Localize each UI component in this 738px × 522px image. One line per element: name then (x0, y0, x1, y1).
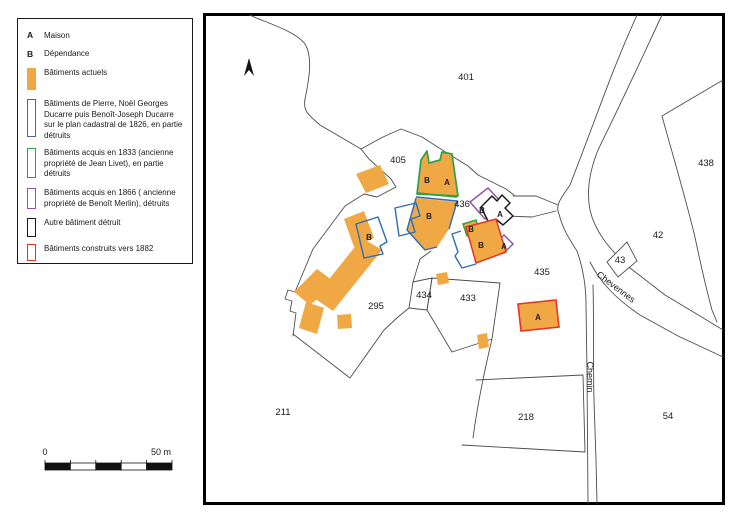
legend-swatch-red (27, 243, 36, 261)
parcel-label-401: 401 (458, 72, 474, 83)
building-1826-outline (451, 230, 477, 269)
parcel-label-54: 54 (663, 411, 674, 422)
building-letter-B: B (426, 212, 432, 221)
parcel-line-west (249, 14, 362, 150)
north-arrow-icon (244, 58, 254, 76)
map-frame (203, 13, 725, 505)
scale-label-start: 0 (42, 447, 47, 457)
legend-swatch-green (27, 147, 36, 178)
legend-item-label: Bâtiments construits vers 1882 (44, 244, 154, 254)
building-current (299, 302, 324, 334)
legend-item-current: Bâtiments actuels (25, 67, 184, 90)
building-letter-B: B (478, 241, 484, 250)
scale-segment (146, 462, 173, 471)
building-letter-B: B (479, 206, 485, 215)
building-letter-B: B (468, 225, 474, 234)
parcel-label-434: 434 (416, 290, 432, 301)
parcel-line-farm (284, 148, 397, 337)
legend-item-label: Bâtiments de Pierre, Noël Georges Ducarr… (44, 99, 183, 140)
building-current (407, 198, 457, 250)
scale-segment (95, 462, 122, 471)
parcel-label-295: 295 (368, 301, 384, 312)
building-letter-A: A (535, 313, 541, 322)
building-current (314, 238, 382, 311)
building-letter-B: B (366, 233, 372, 242)
parcel-label-42: 42 (653, 230, 664, 241)
parcel-line-211 (292, 307, 410, 379)
legend-key-dependance: B Dépendance (25, 49, 184, 60)
legend-key-symbol: A (27, 30, 34, 40)
building-current (477, 333, 489, 349)
building-current-1882-outline (517, 299, 560, 332)
parcel-label-433: 433 (460, 293, 476, 304)
parcel-label-211: 211 (275, 407, 290, 418)
parcel-line-434-north (412, 250, 432, 283)
road-chevennes-south (589, 261, 724, 358)
parcel-label-438: 438 (698, 158, 714, 169)
buildings-1826-outlines (355, 196, 477, 269)
building-1826-outline (406, 197, 438, 251)
legend-item-label: Bâtiments acquis en 1833 (ancienne propr… (44, 148, 174, 179)
legend-key-symbol: B (27, 48, 34, 59)
legend-item-label: Bâtiments acquis en 1866 ( ancienne prop… (44, 188, 176, 208)
parcel-line-436-south (504, 195, 559, 218)
road-edge-west (557, 14, 638, 504)
road-label-chemin: Chemin (585, 361, 595, 392)
building-current-1882-outline (465, 218, 507, 264)
building-1826-outline (394, 202, 421, 237)
legend-key-label: Maison (44, 30, 70, 40)
road-edge-east (587, 14, 724, 331)
legend-swatch-purple (27, 187, 36, 209)
parcel-label-405: 405 (390, 155, 406, 166)
parcel-line-433 (426, 277, 501, 353)
building-1826-outline (355, 216, 388, 259)
scale-label-end: 50 m (151, 447, 171, 457)
legend-item-1866: Bâtiments acquis en 1866 ( ancienne prop… (25, 187, 184, 209)
legend-item-label: Bâtiments actuels (44, 68, 108, 78)
scale-ticks (44, 460, 173, 463)
parcel-label-43: 43 (615, 255, 626, 266)
scale-segment (70, 462, 97, 471)
parcel-line-438-north (661, 79, 724, 117)
legend-swatch-blue (27, 98, 36, 137)
parcel-label-436: 436 (454, 199, 470, 210)
building-letter-A: A (444, 178, 450, 187)
building-current (356, 165, 389, 193)
road-chemin-east (592, 284, 598, 504)
scale-segment (120, 462, 147, 471)
parcel-line-218-west (472, 338, 493, 439)
legend-key-maison: A Maison (25, 30, 184, 41)
building-current (337, 314, 352, 329)
legend-item-1882: Bâtiments construits vers 1882 (25, 243, 184, 261)
parcel-boundaries (249, 14, 724, 504)
parcel-label-218: 218 (518, 412, 534, 423)
building-1826-divider (415, 196, 458, 202)
building-letter-B: B (424, 176, 430, 185)
building-letters: B A B B B B A B A A (366, 176, 541, 322)
legend-box: A Maison B Dépendance Bâtiments actuels … (17, 18, 193, 264)
scale-segment (44, 462, 71, 471)
legend-item-1833: Bâtiments acquis en 1833 (ancienne propr… (25, 147, 184, 180)
legend-item-1826: Bâtiments de Pierre, Noël Georges Ducarr… (25, 98, 184, 141)
building-1826-outline (448, 201, 458, 230)
building-letter-A: A (497, 210, 503, 219)
buildings-current (294, 165, 489, 349)
building-letter-A: A (501, 242, 507, 251)
parcel-line-405-north (360, 128, 515, 196)
legend-key-label: Dépendance (44, 49, 90, 59)
parcel-labels: 401 405 436 438 42 43 435 434 433 295 21… (275, 72, 714, 423)
legend-swatch-black (27, 217, 36, 237)
parcel-label-435: 435 (534, 267, 550, 278)
building-current (436, 272, 449, 285)
scale-bar: 0 50 m (42, 447, 173, 471)
building-43 (606, 241, 638, 278)
legend-item-other-destroyed: Autre bâtiment détruit (25, 217, 184, 237)
legend-swatch-orange (27, 67, 36, 90)
building-1833-divider (416, 192, 458, 198)
legend-item-label: Autre bâtiment détruit (44, 218, 121, 228)
parcel-line-218 (461, 374, 586, 453)
building-current (294, 269, 336, 305)
parcel-line-42-438 (661, 115, 718, 323)
